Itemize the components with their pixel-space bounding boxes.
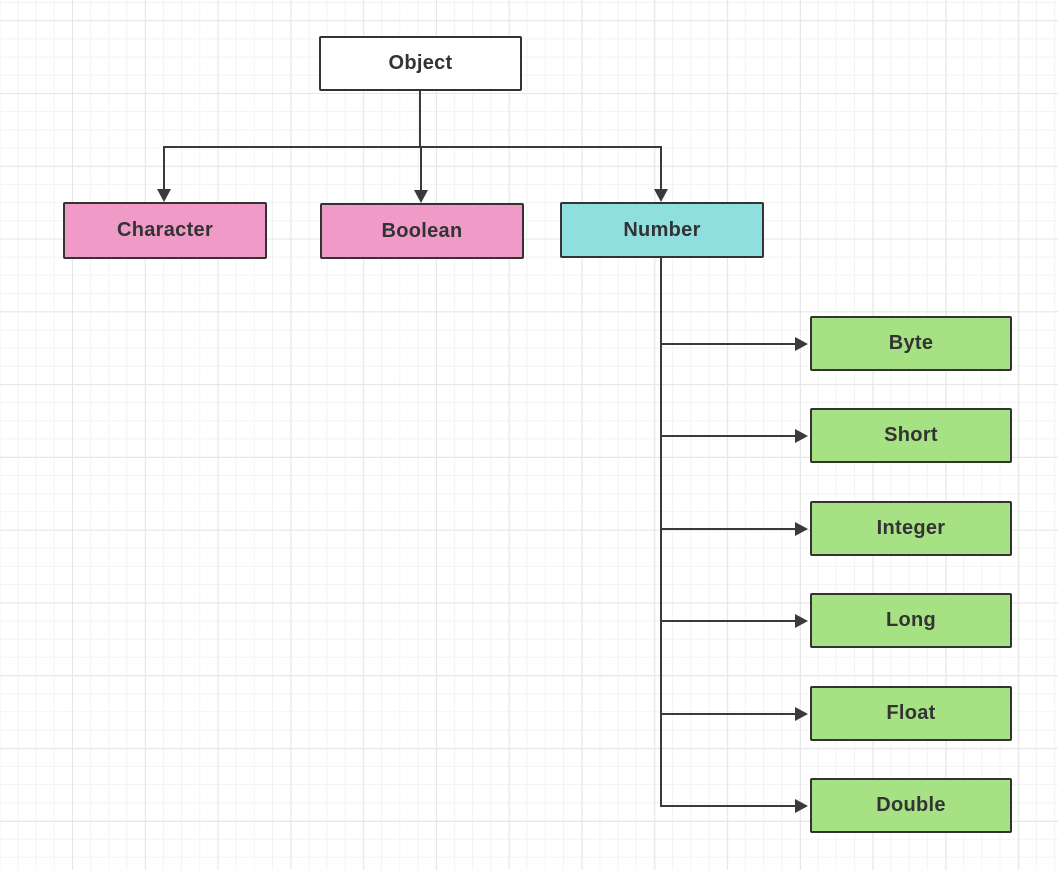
edge-to-long-segment (660, 619, 796, 622)
node-double[interactable]: Double (810, 778, 1012, 833)
node-byte[interactable]: Byte (810, 316, 1012, 371)
node-long-label: Long (885, 609, 937, 631)
node-boolean[interactable]: Boolean (320, 203, 524, 259)
node-double-label: Double (876, 794, 946, 816)
arrowhead-character (157, 189, 171, 202)
arrowhead-short (795, 428, 808, 443)
node-object[interactable]: Object (319, 36, 522, 91)
edge-object-down-segment (419, 91, 421, 147)
edge-to-integer-segment (660, 527, 796, 530)
edge-number-trunk-segment (660, 258, 662, 806)
edge-to-boolean-segment (420, 146, 422, 191)
node-object-label: Object (388, 52, 453, 74)
node-character-label: Character (116, 219, 214, 241)
node-short-label: Short (884, 424, 938, 446)
node-boolean-label: Boolean (381, 219, 463, 242)
arrowhead-byte (795, 336, 808, 351)
node-long[interactable]: Long (810, 593, 1012, 648)
node-number-label: Number (623, 218, 701, 241)
node-integer-label: Integer (876, 517, 946, 539)
node-integer[interactable]: Integer (810, 501, 1012, 556)
node-short[interactable]: Short (810, 408, 1012, 463)
edge-to-character-segment (163, 146, 165, 191)
edge-to-float-segment (660, 712, 796, 715)
arrowhead-boolean (414, 190, 428, 203)
arrowhead-float (795, 706, 808, 721)
node-float[interactable]: Float (810, 686, 1012, 741)
edge-to-byte-segment (660, 342, 796, 345)
edge-to-double-segment (660, 804, 796, 807)
edge-children-branch-segment (163, 146, 662, 148)
node-byte-label: Byte (888, 332, 934, 354)
arrowhead-number (654, 189, 668, 202)
node-float-label: Float (886, 702, 936, 724)
node-number[interactable]: Number (560, 202, 764, 258)
edge-to-number-segment (660, 146, 662, 191)
node-character[interactable]: Character (63, 202, 267, 259)
edge-to-short-segment (660, 434, 796, 437)
arrowhead-integer (795, 521, 808, 536)
arrowhead-long (795, 613, 808, 628)
arrowhead-double (795, 798, 808, 813)
